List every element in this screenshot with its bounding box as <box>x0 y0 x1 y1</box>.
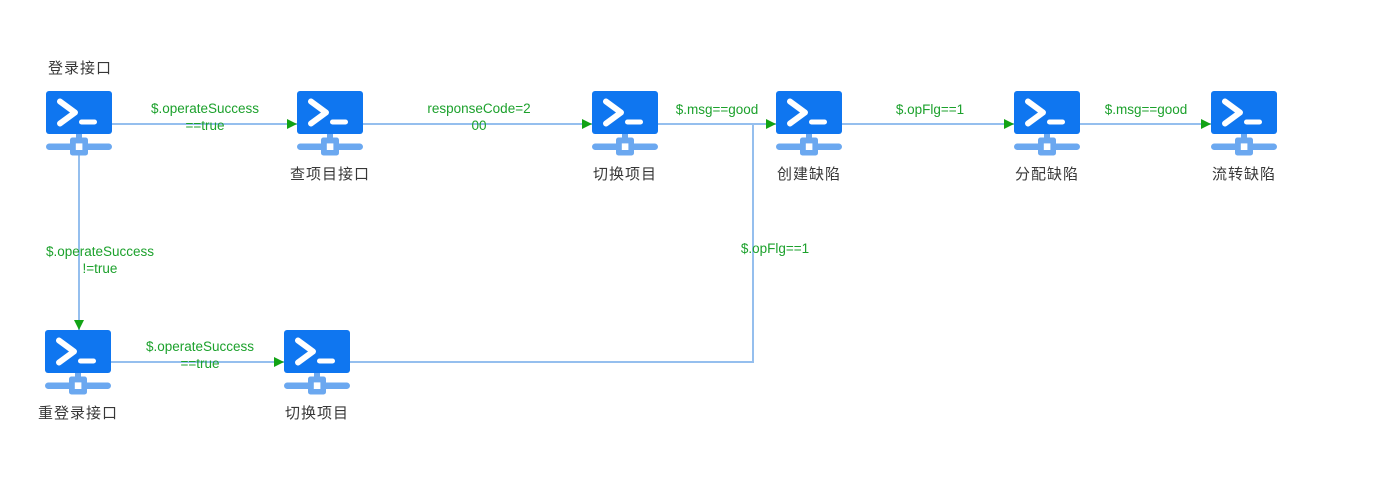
edge-login-to-query[interactable] <box>112 123 297 125</box>
node-relogin-api[interactable]: 重登录接口 <box>38 330 117 422</box>
edge-condition-switch-create[interactable]: $.msg==good <box>622 101 812 118</box>
edge-switch2-branch-horizontal[interactable] <box>350 361 754 363</box>
edge-query-to-switch[interactable] <box>363 123 592 125</box>
edge-condition-login-query[interactable]: $.operateSuccess ==true <box>110 100 300 134</box>
edge-condition-query-switch[interactable]: responseCode=2 00 <box>384 100 574 134</box>
edge-create-to-assign[interactable] <box>842 123 1014 125</box>
edge-condition-create-assign[interactable]: $.opFlg==1 <box>835 101 1025 118</box>
arrowhead-into-create <box>766 119 776 129</box>
node-create-defect[interactable]: 创建缺陷 <box>776 91 842 183</box>
condition-line: $.opFlg==1 <box>740 241 810 256</box>
condition-line: !=true <box>82 261 118 276</box>
condition-line: $.operateSuccess <box>150 101 260 116</box>
node-switch-project[interactable]: 切换项目 <box>592 91 658 183</box>
node-label: 分配缺陷 <box>1014 166 1079 183</box>
condition-line: ==true <box>180 356 220 371</box>
node-label: 登录接口 <box>48 60 113 77</box>
condition-line: $.operateSuccess <box>145 339 255 354</box>
edge-login-to-relogin[interactable] <box>78 154 80 330</box>
condition-line: ==true <box>185 118 225 133</box>
arrowhead-into-assign <box>1004 119 1014 129</box>
node-query-project-api[interactable]: 查项目接口 <box>290 91 369 183</box>
edge-condition-switch2-create[interactable]: $.opFlg==1 <box>680 240 870 257</box>
edge-condition-relogin-switch2[interactable]: $.operateSuccess ==true <box>105 338 295 372</box>
terminal-icon <box>45 330 111 396</box>
edge-switch2-branch-vertical[interactable] <box>752 124 754 362</box>
terminal-icon <box>297 91 363 157</box>
node-transfer-defect[interactable]: 流转缺陷 <box>1211 91 1277 183</box>
node-switch-project-2[interactable]: 切换项目 <box>284 330 350 422</box>
terminal-icon <box>46 91 112 157</box>
node-label: 重登录接口 <box>37 405 118 422</box>
arrowhead-into-transfer <box>1201 119 1211 129</box>
condition-line: $.opFlg==1 <box>895 102 965 117</box>
node-label: 查项目接口 <box>289 166 370 183</box>
arrowhead-into-query <box>287 119 297 129</box>
node-label: 创建缺陷 <box>776 166 841 183</box>
arrowhead-into-switch <box>582 119 592 129</box>
node-login-api[interactable]: 登录接口 <box>46 60 112 157</box>
edge-condition-assign-transfer[interactable]: $.msg==good <box>1051 101 1241 118</box>
condition-line: responseCode=2 <box>427 101 531 116</box>
node-assign-defect[interactable]: 分配缺陷 <box>1014 91 1080 183</box>
node-label: 切换项目 <box>592 166 657 183</box>
edge-assign-to-transfer[interactable] <box>1080 123 1211 125</box>
condition-line: $.msg==good <box>675 102 759 117</box>
arrowhead-into-relogin <box>74 320 84 330</box>
node-label: 流转缺陷 <box>1211 166 1276 183</box>
arrowhead-into-switch2 <box>274 357 284 367</box>
condition-line: 00 <box>471 118 487 133</box>
node-label: 切换项目 <box>284 405 349 422</box>
condition-line: $.msg==good <box>1104 102 1188 117</box>
edge-switch-to-create[interactable] <box>658 123 776 125</box>
edge-condition-login-relogin[interactable]: $.operateSuccess !=true <box>5 243 195 277</box>
condition-line: $.operateSuccess <box>45 244 155 259</box>
edge-relogin-to-switch2[interactable] <box>111 361 284 363</box>
